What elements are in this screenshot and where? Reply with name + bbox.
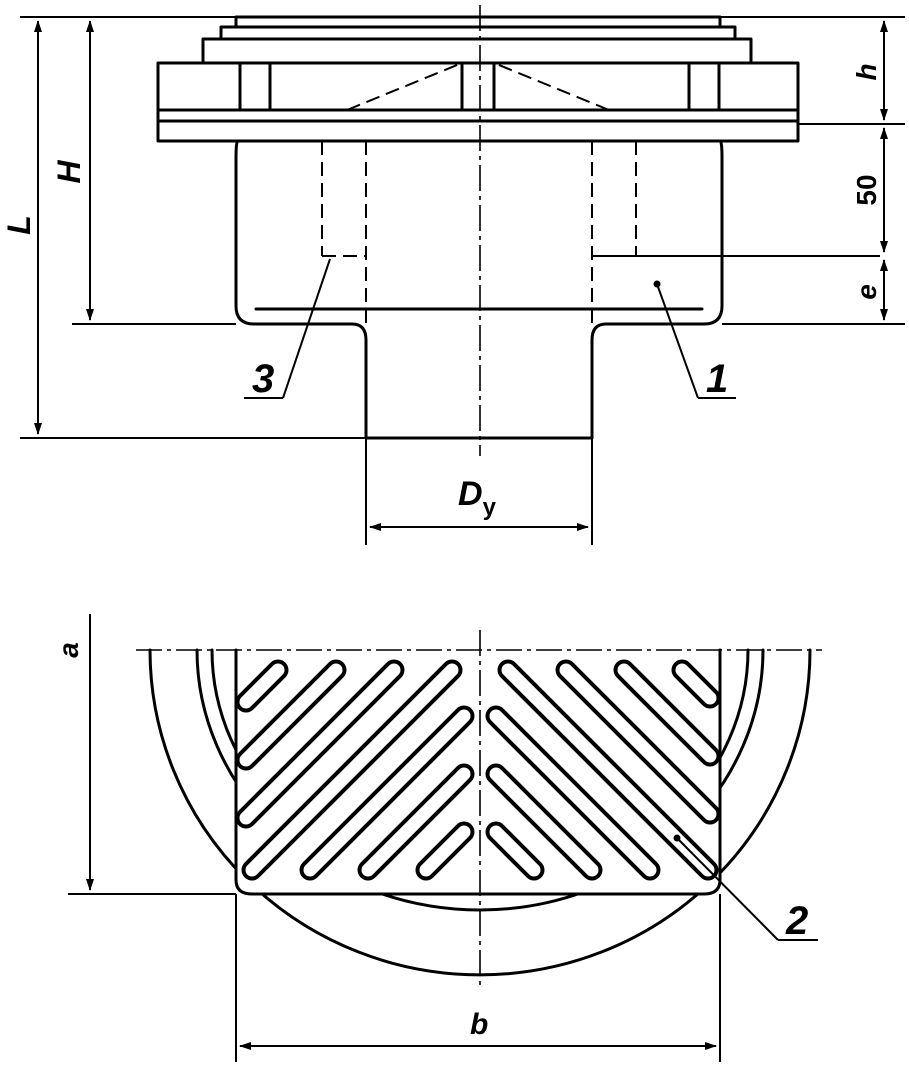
grate-slot-inner	[239, 663, 343, 767]
grate-slot-inner	[559, 663, 717, 821]
label-b: b	[470, 1008, 488, 1041]
label-L: L	[1, 215, 37, 235]
grate-slot-inner	[675, 663, 717, 705]
label-a: a	[53, 642, 84, 658]
callout-3: 3	[244, 258, 331, 401]
dimension-b: b	[235, 894, 721, 1062]
funnel-body	[234, 139, 880, 440]
grate-slots	[236, 659, 720, 881]
flange	[156, 61, 800, 143]
grate-slot-inner	[239, 663, 401, 825]
callout-1: 1	[653, 280, 736, 401]
grate-slot-inner	[361, 767, 471, 877]
dimension-a: a	[53, 614, 822, 895]
dimension-Dy: Dy	[365, 438, 593, 545]
grate-slot-inner	[489, 825, 541, 877]
dimension-L: L	[1, 16, 366, 439]
dimension-right: h 50 e	[720, 16, 905, 325]
plan-view: a 2 b	[53, 614, 822, 1062]
grate-slot-inner	[245, 663, 459, 877]
callout-2: 2	[673, 834, 818, 943]
top-rims	[201, 15, 753, 65]
callout-2-label: 2	[785, 899, 808, 943]
grate-slot-inner	[617, 663, 717, 763]
grate-slot-inner	[489, 767, 599, 877]
label-h: h	[851, 63, 882, 80]
dimension-H: H	[51, 20, 236, 325]
grate-slot-inner	[303, 709, 471, 877]
label-e: e	[851, 284, 882, 300]
elevation-view: L H h 50 e 3	[1, 5, 905, 545]
label-Dy: Dy	[458, 475, 497, 521]
label-H: H	[51, 160, 87, 184]
callout-1-label: 1	[706, 357, 728, 401]
grate-slot-inner	[239, 663, 285, 709]
grate-slot-inner	[419, 825, 471, 877]
label-50: 50	[851, 174, 882, 205]
grate-slot-inner	[489, 709, 657, 877]
callout-3-label: 3	[252, 357, 274, 401]
